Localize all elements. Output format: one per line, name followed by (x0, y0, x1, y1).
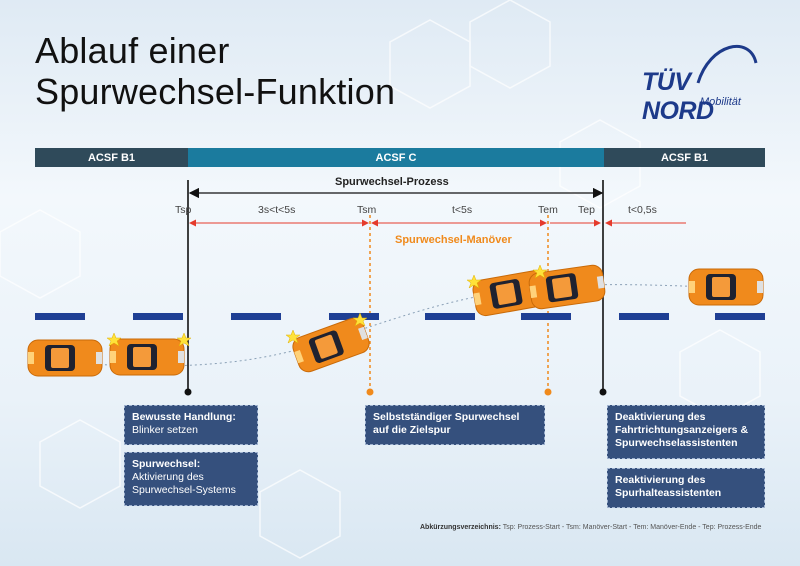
info-box-activation-title: Spurwechsel: (132, 458, 201, 470)
car-2 (106, 332, 192, 376)
footer-label: Abkürzungsverzeichnis: (420, 524, 501, 531)
info-box-lane-change-title: Selbstständiger Spurwechsel auf die Ziel… (373, 411, 520, 436)
footer-text: Tsp: Prozess-Start - Tsm: Manöver-Start … (502, 524, 762, 531)
tem-label: Tem (538, 204, 558, 216)
info-box-deactivation-title: Deaktivierung des Fahrtrichtungsanzeiger… (615, 411, 749, 449)
abbreviations-footer: Abkürzungsverzeichnis: Tsp: Prozess-Star… (420, 524, 761, 531)
info-box-lane-change: Selbstständiger Spurwechsel auf die Ziel… (365, 405, 545, 445)
car-1 (27, 339, 103, 377)
tep-label: Tep (578, 204, 595, 216)
logo-swoosh-icon (696, 45, 758, 84)
info-box-signal-title: Bewusste Handlung: (132, 411, 236, 423)
lane-markings (35, 313, 765, 320)
tsm-label: Tsm (357, 204, 377, 216)
process-label: Spurwechsel-Prozess (335, 176, 449, 188)
info-box-signal-text: Blinker setzen (132, 424, 198, 436)
info-box-signal: Bewusste Handlung: Blinker setzen (124, 405, 258, 445)
interval-1-label: 3s<t<5s (258, 204, 296, 216)
phase-bar-acsf-c: ACSF C (188, 148, 604, 167)
maneuver-label: Spurwechsel-Manöver (395, 234, 512, 246)
car-3 (289, 314, 373, 376)
info-box-activation-text: Aktivierung des Spurwechsel-Systems (132, 471, 236, 496)
logo-subtitle: Mobilität (700, 96, 741, 108)
car-6 (688, 268, 764, 306)
interval-2-label: t<5s (452, 204, 473, 216)
info-box-reactivation: Reaktivierung des Spurhalteassistenten (607, 468, 765, 508)
info-box-reactivation-title: Reaktivierung des Spurhalteassistenten (615, 474, 722, 499)
tsp-label: Tsp (175, 204, 192, 216)
phase-bar-acsf-b1-right: ACSF B1 (604, 148, 765, 167)
info-box-deactivation: Deaktivierung des Fahrtrichtungsanzeiger… (607, 405, 765, 459)
info-box-activation: Spurwechsel: Aktivierung des Spurwechsel… (124, 452, 258, 506)
page-title: Ablauf einer Spurwechsel-Funktion (35, 30, 396, 112)
interval-3-label: t<0,5s (628, 204, 657, 216)
phase-bar-acsf-b1-left: ACSF B1 (35, 148, 188, 167)
logo-name: TÜV NORD (642, 68, 714, 125)
